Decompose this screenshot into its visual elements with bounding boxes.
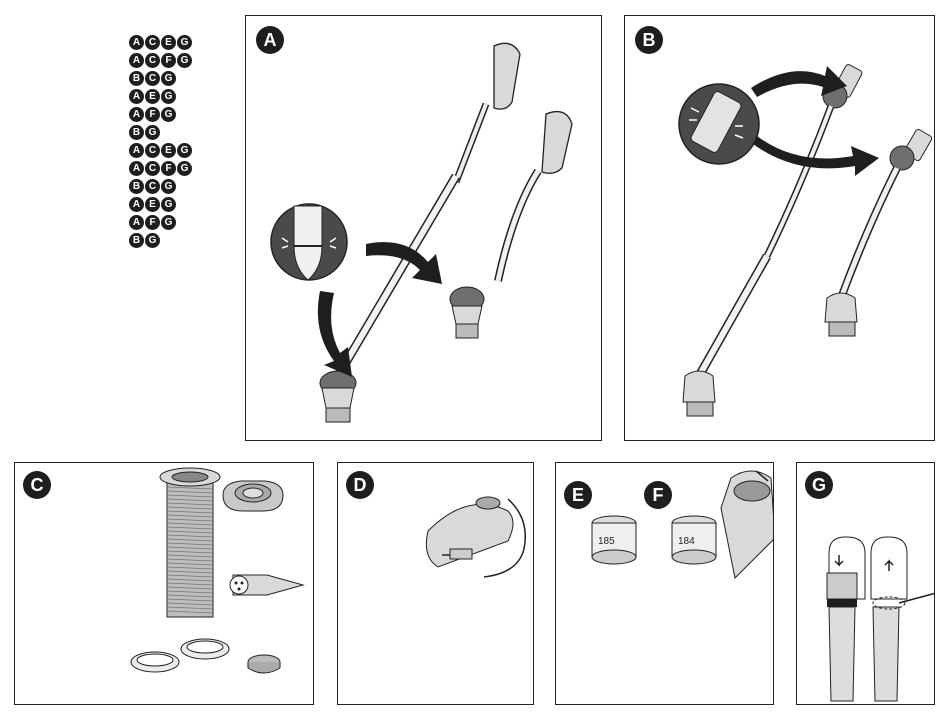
threaded-tube — [160, 468, 220, 617]
key-letter: A — [129, 215, 144, 230]
key-letter: G — [177, 35, 192, 50]
key-letter: G — [145, 233, 160, 248]
key-letter: A — [129, 35, 144, 50]
panel-e-f: E F 185 184 — [555, 462, 774, 705]
key-letter: F — [145, 215, 160, 230]
key-letter: G — [177, 161, 192, 176]
head-with-cartridge — [721, 471, 774, 578]
key-letter: G — [145, 125, 160, 140]
windscreen-illustration — [797, 463, 935, 705]
key-letter: C — [145, 143, 160, 158]
magnifier-callout-icon — [271, 204, 347, 280]
xlr-plug — [230, 575, 303, 595]
key-letter: B — [129, 71, 144, 86]
accessory-parts-illustration — [15, 463, 314, 705]
cartridge-illustration: 185 184 — [556, 463, 774, 705]
connector-removal-illustration — [625, 16, 935, 441]
panel-c: C — [14, 462, 314, 705]
key-letter: A — [129, 161, 144, 176]
key-letter: G — [161, 71, 176, 86]
key-letter: B — [129, 179, 144, 194]
magnifier-callout-icon — [679, 84, 759, 164]
key-letter: G — [161, 215, 176, 230]
key-letter: G — [161, 89, 176, 104]
key-letter: B — [129, 125, 144, 140]
panel-d: D — [337, 462, 534, 705]
panel-b: B — [624, 15, 935, 441]
key-letter: E — [145, 197, 160, 212]
key-letter: G — [177, 143, 192, 158]
key-letter: C — [145, 35, 160, 50]
wing-nut — [223, 481, 283, 511]
foam-rings — [131, 639, 229, 672]
key-letter: A — [129, 143, 144, 158]
key-letter: F — [161, 161, 176, 176]
windscreen-left — [827, 537, 865, 701]
key-letter: G — [161, 179, 176, 194]
cartridge-184: 184 — [672, 516, 716, 564]
panel-g: G — [796, 462, 935, 705]
key-letter: G — [161, 107, 176, 122]
key-letter: A — [129, 197, 144, 212]
key-letter: F — [145, 107, 160, 122]
panel-a: A — [245, 15, 602, 441]
cartridge-184-label: 184 — [678, 536, 695, 547]
cap — [248, 655, 280, 673]
key-letter: E — [161, 35, 176, 50]
key-letter: A — [129, 107, 144, 122]
key-letter: A — [129, 89, 144, 104]
key-letter: E — [161, 143, 176, 158]
key-letter: G — [161, 197, 176, 212]
base-with-cable-illustration — [338, 463, 534, 705]
key-letter: C — [145, 161, 160, 176]
gooseneck-removal-illustration — [246, 16, 602, 441]
key-letter: C — [145, 71, 160, 86]
key-letter: C — [145, 179, 160, 194]
key-letter: F — [161, 53, 176, 68]
windscreen-right — [871, 537, 935, 701]
key-letter: E — [145, 89, 160, 104]
key-letter: A — [129, 53, 144, 68]
curved-arrow-icon — [318, 291, 352, 377]
cartridge-185: 185 — [592, 516, 636, 564]
key-letter: G — [177, 53, 192, 68]
cartridge-185-label: 185 — [598, 536, 615, 547]
key-letter: B — [129, 233, 144, 248]
key-letter: C — [145, 53, 160, 68]
